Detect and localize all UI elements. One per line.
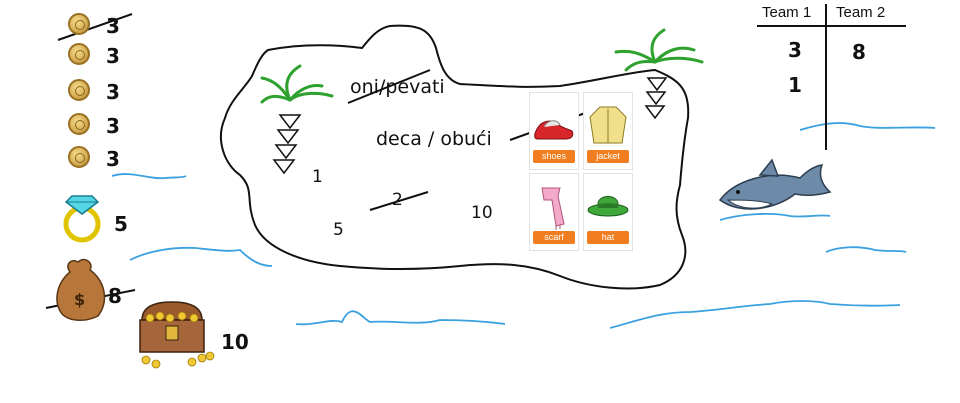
treasure-chest-icon bbox=[139, 301, 215, 369]
shoes-icon bbox=[534, 120, 574, 140]
team-1-score: 3 bbox=[788, 38, 802, 62]
prize-value: 3 bbox=[106, 114, 120, 138]
prize-value: 8 bbox=[108, 284, 122, 308]
card-label: hat bbox=[587, 231, 629, 244]
shark-icon bbox=[718, 158, 832, 210]
coin-icon bbox=[68, 79, 90, 101]
team-2-header: Team 2 bbox=[836, 4, 886, 21]
vocab-card-hat[interactable]: hat bbox=[583, 173, 633, 251]
prize-value: 5 bbox=[114, 212, 128, 236]
prize-value: 3 bbox=[106, 80, 120, 104]
island-phrase: deca / obući bbox=[376, 128, 492, 150]
island-number: 5 bbox=[333, 220, 344, 240]
island-phrase: oni/pevati bbox=[350, 76, 445, 98]
jacket-icon bbox=[589, 106, 627, 144]
hat-icon bbox=[587, 196, 629, 217]
vocab-card-jacket[interactable]: jacket bbox=[583, 92, 633, 170]
coin-icon bbox=[68, 13, 90, 35]
island-outline bbox=[220, 24, 690, 290]
island-number: 1 bbox=[312, 167, 323, 187]
island-number: 10 bbox=[471, 203, 493, 223]
palm-tree-left bbox=[260, 64, 334, 175]
water-lines bbox=[111, 122, 936, 329]
vocab-card-shoes[interactable]: shoes bbox=[529, 92, 579, 170]
team-1-score: 1 bbox=[788, 73, 802, 97]
prize-value: 3 bbox=[106, 147, 120, 171]
prize-value: 3 bbox=[106, 14, 120, 38]
card-label: jacket bbox=[587, 150, 629, 163]
prize-value: 3 bbox=[106, 44, 120, 68]
palm-tree-right bbox=[614, 28, 704, 120]
svg-text:$: $ bbox=[74, 290, 85, 309]
prize-value: 10 bbox=[221, 330, 249, 354]
card-label: shoes bbox=[533, 150, 575, 163]
money-bag-icon: $ bbox=[56, 258, 106, 321]
island-number: 2 bbox=[392, 190, 403, 210]
coin-icon bbox=[68, 146, 90, 168]
card-label: scarf bbox=[533, 231, 575, 244]
scarf-icon bbox=[541, 187, 565, 230]
team-1-header: Team 1 bbox=[762, 4, 812, 21]
coin-icon bbox=[68, 113, 90, 135]
diamond-ring-icon bbox=[63, 195, 101, 243]
coin-icon bbox=[68, 43, 90, 65]
vocab-card-scarf[interactable]: scarf bbox=[529, 173, 579, 251]
scoreboard-lines bbox=[757, 4, 906, 150]
team-2-score: 8 bbox=[852, 40, 866, 64]
